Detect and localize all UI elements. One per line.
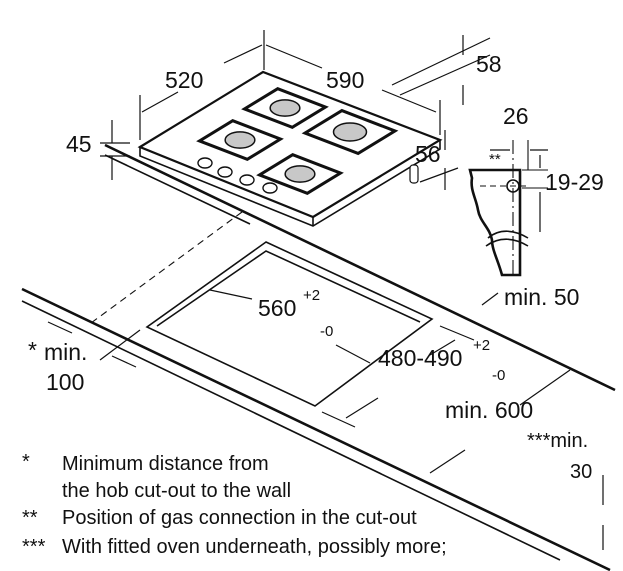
dim-min-thickness-label: ***min.	[527, 430, 588, 452]
dim-min-wall-value: 100	[46, 369, 84, 395]
pan-support-grate	[241, 87, 329, 129]
control-knob	[239, 174, 255, 186]
dim-cutout-depth-tol-plus: +2	[473, 337, 490, 354]
dim-glass-thickness: 45	[66, 131, 92, 157]
dim-min-back: min. 50	[504, 284, 579, 310]
worktop	[21, 143, 616, 571]
legend-text: Position of gas connection in the cut-ou…	[62, 507, 417, 529]
dim-cutout-width-tol-minus: -0	[320, 323, 333, 340]
dim-underside-height: 56	[415, 141, 441, 167]
pan-support-grate	[196, 119, 284, 161]
burner-icon	[224, 131, 256, 149]
pan-support-grate	[301, 108, 399, 156]
dim-cutout-width: 560	[258, 295, 296, 321]
control-knob	[262, 182, 278, 194]
control-knob	[217, 166, 233, 178]
legend-text: Minimum distance from	[62, 453, 269, 475]
legend-text: the hob cut-out to the wall	[62, 480, 291, 502]
burner-icon	[332, 122, 368, 142]
legend-marker: **	[22, 507, 38, 529]
dim-cutout-depth: 480-490	[378, 345, 462, 371]
cutout-outline	[145, 241, 434, 407]
legend-marker: *	[22, 451, 30, 473]
dim-hob-width: 590	[326, 67, 364, 93]
dim-min-wall-label: min.	[44, 339, 87, 365]
dimension-lines	[47, 30, 604, 550]
hob-foot	[409, 164, 419, 184]
dim-hob-height: 58	[476, 51, 502, 77]
legend: * Minimum distance from the hob cut-out …	[22, 451, 447, 558]
dim-hob-depth: 520	[165, 67, 203, 93]
gas-connection-section	[468, 140, 548, 277]
dim-cutout-width-tol-plus: +2	[303, 287, 320, 304]
dim-min-thickness-value: 30	[570, 461, 592, 483]
dim-gas-depth: 19-29	[545, 169, 604, 195]
legend-marker: ***	[22, 536, 46, 558]
burner-icon	[284, 165, 316, 183]
dim-min-worktop-depth: min. 600	[445, 397, 533, 423]
burner-icon	[269, 99, 301, 117]
dim-gas-offset: 26	[503, 103, 529, 129]
control-knob	[197, 157, 213, 169]
gas-connection-marker: **	[489, 151, 501, 168]
pan-support-grate	[256, 153, 344, 195]
dim-min-wall-prefix: *	[28, 337, 37, 363]
hob	[137, 70, 443, 227]
dim-cutout-depth-tol-minus: -0	[492, 367, 505, 384]
legend-text: With fitted oven underneath, possibly mo…	[62, 536, 447, 558]
wall-reference-dashed-line	[90, 211, 243, 324]
